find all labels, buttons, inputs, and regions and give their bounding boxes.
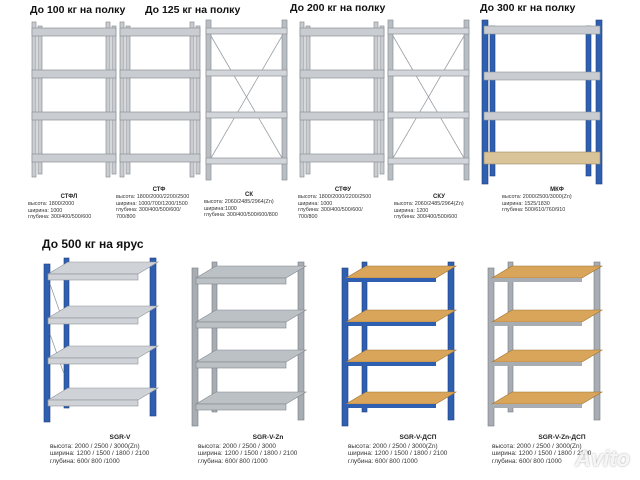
header-200kg: До 200 кг на полку <box>290 2 386 14</box>
shelf-image-sgr-v-zn-dsp <box>484 258 608 428</box>
shelf-image-stfl <box>28 20 118 180</box>
shelf-image-sgr-v-zn <box>188 258 312 428</box>
product-name: СКУ <box>433 194 445 200</box>
product-name: МКФ <box>550 187 564 193</box>
spec-sgr-v-dsp: SGR-V-ДСП высота: 2000 / 2500 / 3000(Zn)… <box>348 434 488 465</box>
spec-stf: СТФ высота: 1800/2000/2200/2500 ширина: … <box>116 187 202 220</box>
spec-mkf: МКФ высота: 2000/2500/3000(Zn) ширина: 1… <box>502 187 612 214</box>
avito-watermark: Avito <box>575 446 630 471</box>
shelf-image-stf <box>116 20 202 180</box>
spec-stfl: СТФЛ высота: 1800/2000 ширина: 1000 глуб… <box>28 194 110 221</box>
header-100kg: До 100 кг на полку <box>30 4 126 16</box>
spec-stfu: СТФУ высота: 1800/2000/2200/2500 ширина:… <box>298 187 388 220</box>
product-name: СТФУ <box>334 187 352 193</box>
spec-sku: СКУ высота: 2060/2485/2964(Zn) ширина: 1… <box>394 194 484 221</box>
product-name: СТФ <box>152 187 166 193</box>
shelf-image-sku <box>384 18 474 183</box>
product-name: СТФЛ <box>60 194 78 200</box>
product-name: SGR-V-Zn <box>252 434 284 441</box>
product-name: SGR-V-ДСП <box>399 434 437 441</box>
spec-sgr-v: SGR-V высота: 2000 / 2500 / 3000(Zn) шир… <box>50 434 190 465</box>
spec-sgr-v-zn: SGR-V-Zn высота: 2000 / 2500 / 3000 шири… <box>198 434 338 465</box>
product-name: СК <box>245 192 253 198</box>
shelf-image-sgr-v <box>40 254 164 424</box>
shelf-image-stfu <box>296 20 386 180</box>
shelf-image-sgr-v-dsp <box>338 258 462 428</box>
product-name: SGR-V <box>109 434 131 441</box>
spec-sk: СК высота: 2060/2485/2964(Zn) ширина:100… <box>204 192 294 219</box>
header-500kg: До 500 кг на ярус <box>42 237 144 251</box>
shelf-image-mkf <box>478 16 608 186</box>
product-name: SGR-V-Zn-ДСП <box>538 434 586 441</box>
header-300kg: До 300 кг на полку <box>480 2 576 14</box>
spec-sgr-v-zn-dsp: SGR-V-Zn-ДСП высота: 2000 / 2500 / 3000(… <box>492 434 632 465</box>
shelf-image-sk <box>202 18 292 183</box>
header-125kg: До 125 кг на полку <box>145 4 241 16</box>
